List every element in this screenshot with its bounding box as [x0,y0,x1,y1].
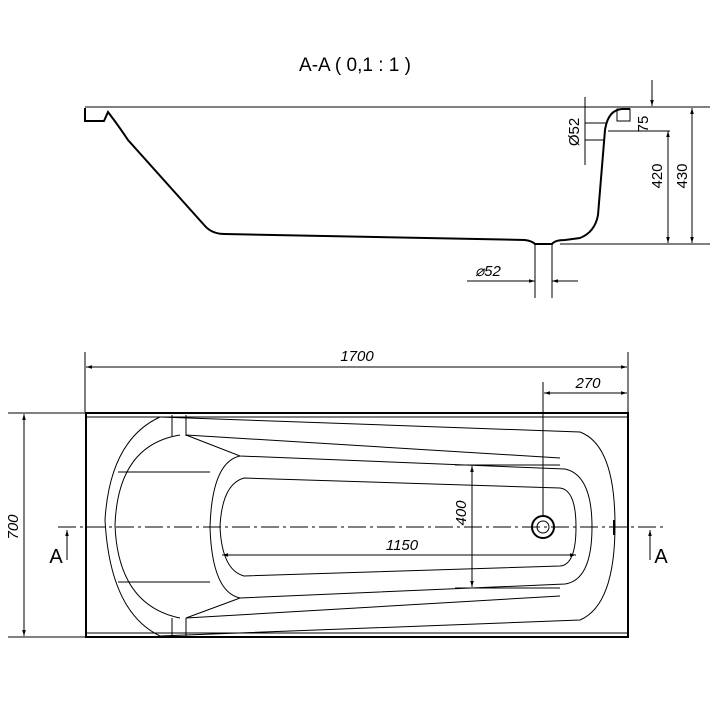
plan-dimensions: 1700 270 700 400 1150 [5,348,629,638]
dim-length: 1700 [340,348,374,365]
section-label-left: A [49,546,63,568]
section-label-right: A [654,546,668,568]
dim-drain-diameter: ⌀52 [475,263,501,280]
dim-inner-depth: 420 [649,163,666,188]
dim-inner-length: 1150 [386,537,419,554]
dim-overflow-diameter: Ø52 [566,118,583,146]
plan-outline [85,412,629,638]
dim-total-height: 430 [674,163,691,188]
dim-inner-width: 400 [453,500,470,526]
section-profile [84,106,710,298]
section-title: A-A ( 0,1 : 1 ) [299,55,411,76]
section-dimensions: 75 Ø52 420 430 ⌀52 [467,80,694,283]
section-mark-right: A [648,530,668,568]
section-mark-left: A [49,530,69,568]
dim-rim-height: 75 [635,116,652,133]
dim-width: 700 [5,514,22,540]
drain [531,515,555,539]
dim-drain-offset: 270 [574,375,601,392]
